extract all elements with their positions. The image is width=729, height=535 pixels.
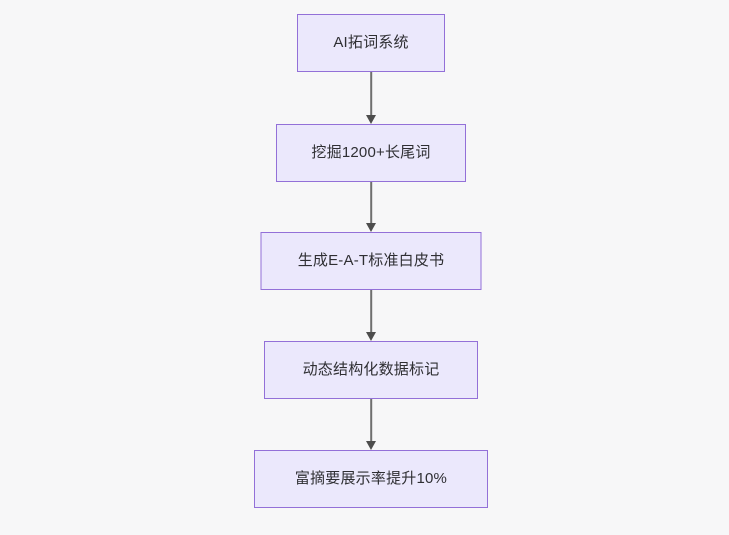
flow-node-label: 挖掘1200+长尾词 <box>311 144 431 161</box>
edge-line <box>370 72 372 115</box>
flow-node-ai-keyword-system[interactable]: AI拓词系统 <box>297 14 445 72</box>
edge-arrowhead <box>366 223 376 232</box>
flow-node-label: AI拓词系统 <box>333 34 409 51</box>
flow-node-label: 富摘要展示率提升10% <box>294 470 448 487</box>
edge-node3-node4 <box>364 290 378 341</box>
flow-node-rich-snippet-result[interactable]: 富摘要展示率提升10% <box>254 450 488 508</box>
flow-node-longtail-keywords[interactable]: 挖掘1200+长尾词 <box>276 124 466 182</box>
edge-arrowhead <box>366 332 376 341</box>
edge-line <box>370 182 372 223</box>
flow-node-label: 生成E-A-T标准白皮书 <box>297 252 445 269</box>
edge-node2-node3 <box>364 182 378 232</box>
flow-node-label: 动态结构化数据标记 <box>302 361 440 378</box>
edge-line <box>370 399 372 441</box>
flow-node-structured-data-markup[interactable]: 动态结构化数据标记 <box>264 341 478 399</box>
edge-arrowhead <box>366 115 376 124</box>
edge-arrowhead <box>366 441 376 450</box>
flow-node-eat-whitepaper[interactable]: 生成E-A-T标准白皮书 <box>260 232 482 290</box>
edge-node4-node5 <box>364 399 378 450</box>
edge-line <box>370 290 372 332</box>
edge-node1-node2 <box>364 72 378 124</box>
